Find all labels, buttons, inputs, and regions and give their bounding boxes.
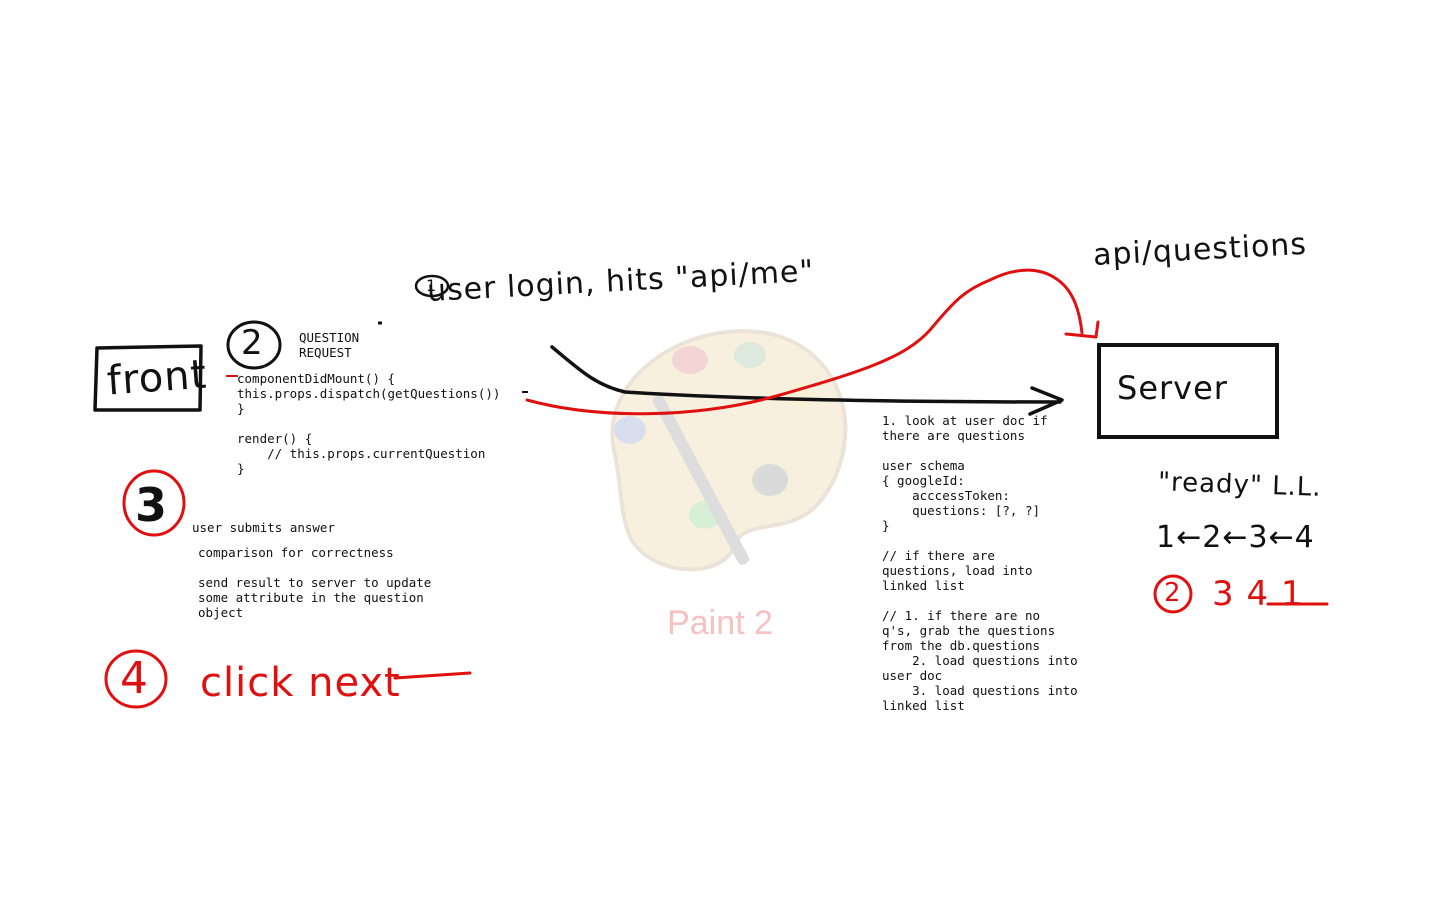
login-arrowhead [1028, 386, 1064, 416]
ready-ll-label: "ready" L.L. [1157, 467, 1323, 503]
click-next-stroke [393, 671, 472, 680]
step3-circle [122, 469, 186, 537]
front-label: front [105, 351, 209, 405]
user-submits-text: user submits answer [192, 520, 335, 535]
result-circle [1153, 574, 1193, 614]
correctness-text: comparison for correctness send result t… [198, 545, 432, 620]
watermark-label: Paint 2 [667, 604, 773, 642]
step2-number: 2 [241, 323, 264, 363]
paint-palette-icon [610, 329, 848, 572]
click-next-label: click next [200, 660, 401, 706]
front-box [93, 344, 203, 412]
step2-circle [226, 320, 282, 370]
step4-circle [104, 649, 168, 709]
server-label: Server [1117, 369, 1228, 407]
step1-number: 1 [426, 276, 438, 295]
server-notes-text: 1. look at user doc if there are questio… [882, 413, 1078, 713]
question-request-text: QUESTION REQUEST [299, 330, 360, 360]
login-arrow [550, 345, 1062, 404]
step1-circle [414, 274, 450, 298]
result-digit-circled: 2 [1164, 578, 1182, 608]
server-box [1097, 343, 1279, 439]
result-digits: 3 4 1 [1212, 574, 1304, 614]
step3-number: 3 [135, 478, 169, 532]
questions-arrowhead [1064, 320, 1100, 339]
order-chain: 1←2←3←4 [1156, 520, 1315, 555]
step4-number: 4 [120, 653, 149, 704]
questions-arrow [525, 268, 1084, 416]
component-code: componentDidMount() { this.props.dispatc… [237, 371, 501, 476]
